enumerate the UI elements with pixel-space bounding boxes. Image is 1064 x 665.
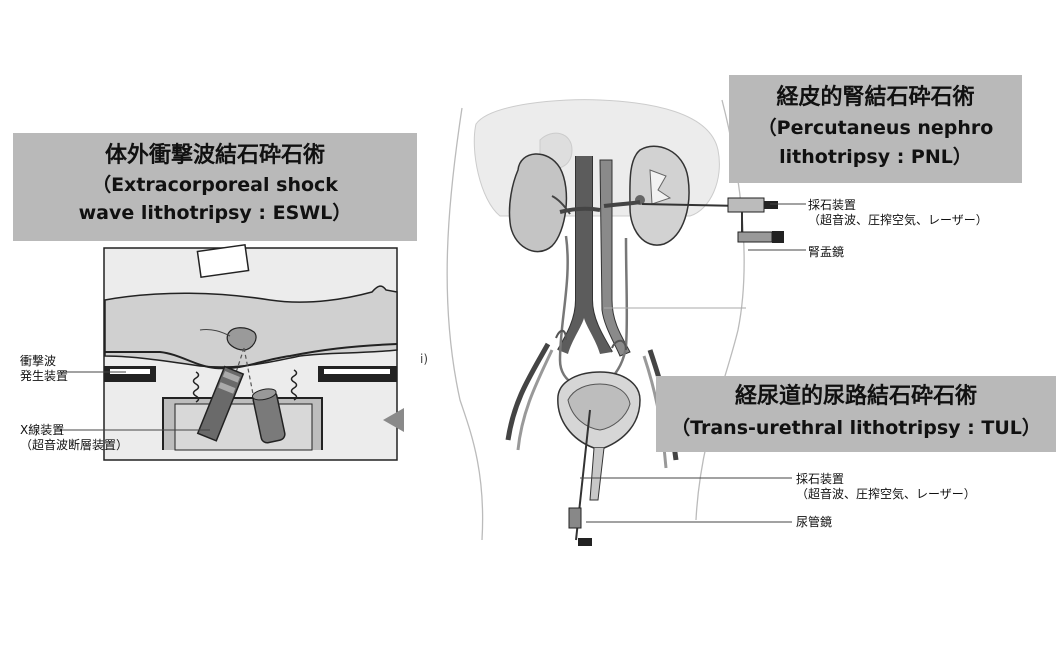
renal-vessel-left [559,206,601,214]
eswl-kidney [226,327,257,351]
nephroscope-body [727,197,765,213]
eswl-table-right-stripe [324,369,390,374]
eswl-water-cushion-line [105,343,398,370]
pnl-device-label-line1: 採石装置 [808,198,857,212]
pnl-device-label-line2: （超音波、圧搾空気、レーザー） [808,213,988,227]
iliac-branches [555,329,627,351]
pnl-subtitle-line1: （Percutaneus nephro [757,117,994,139]
tul-device-label-line2: （超音波、圧搾空気、レーザー） [796,487,976,501]
tul-title-box: 経尿道的尿路結石砕石術 （Trans-urethral lithotripsy … [656,376,1056,452]
tul-device-label-line1: 採石装置 [796,472,845,486]
pnl-title-box: 経皮的腎結石砕石術 （Percutaneus nephro lithotrips… [729,75,1022,183]
eswl-subtitle-line1: （Extracorporeal shock [92,174,338,196]
nephroscope-lens-cap [772,231,784,243]
pnl-title: 経皮的腎結石砕石術 [776,85,975,110]
nephroscope-shaft [641,203,743,207]
eswl-spring-right [290,369,298,401]
tul-title: 経尿道的尿路結石砕石術 [734,384,977,409]
renal-calyx-right [649,169,672,205]
vena-cava [599,159,631,357]
eswl-xray-label: X線装置 （超音波断層装置） [20,423,128,453]
tul-device-label: 採石装置 （超音波、圧搾空気、レーザー） [796,472,976,502]
eswl-table-left-stripe [110,369,150,374]
eswl-xray-label-line1: X線装置 [20,423,65,437]
eswl-generator-label-line2: 発生装置 [20,369,69,383]
eswl-subtitle-line2: wave lithotripsy : ESWL） [78,202,352,224]
eswl-title: 体外衝撃波結石砕石術 [104,143,325,168]
tul-scope-label: 尿管鏡 [796,515,833,529]
eswl-xray-probe [251,388,286,444]
eswl-generator-inner [174,403,313,451]
urethra [589,447,605,501]
eswl-ureter [199,329,231,337]
renal-vessel-right [603,200,641,208]
eswl-generator-label-line1: 衝撃波 [20,354,57,368]
eswl-patient-body [104,285,398,368]
eswl-pointer-arrow [383,408,404,432]
nephroscope-eyepiece [764,201,778,209]
ureter-left [558,235,575,386]
pnl-device-label: 採石装置 （超音波、圧搾空気、レーザー） [808,198,988,228]
urinary-tract-illustration [446,99,806,546]
kidney-left [508,153,568,253]
tul-subtitle: （Trans-urethral lithotripsy : TUL） [671,417,1041,439]
eswl-title-box: 体外衝撃波結石砕石術 （Extracorporeal shock wave li… [13,133,417,241]
ureter-right [607,237,629,383]
nephroscope-lens [737,231,773,243]
torso-outline-left [446,107,484,541]
eswl-generator-label: 衝撃波 発生装置 [20,354,68,384]
pnl-scope-label: 腎盂鏡 [808,245,845,259]
ureteroscope-eyepiece [578,538,592,546]
pnl-subtitle-line2: lithotripsy : PNL） [779,146,972,168]
eswl-spring-left [192,371,200,403]
renal-pelvis-left [551,195,571,215]
eswl-shockwave-emitter [196,365,245,442]
aorta [558,156,612,354]
eswl-illustration [60,243,404,461]
eswl-xray-label-line2: （超音波断層装置） [20,438,129,452]
ureteroscope-handle [568,507,582,529]
eswl-overhead-panel [196,243,250,279]
stray-mark: i) [420,352,429,366]
